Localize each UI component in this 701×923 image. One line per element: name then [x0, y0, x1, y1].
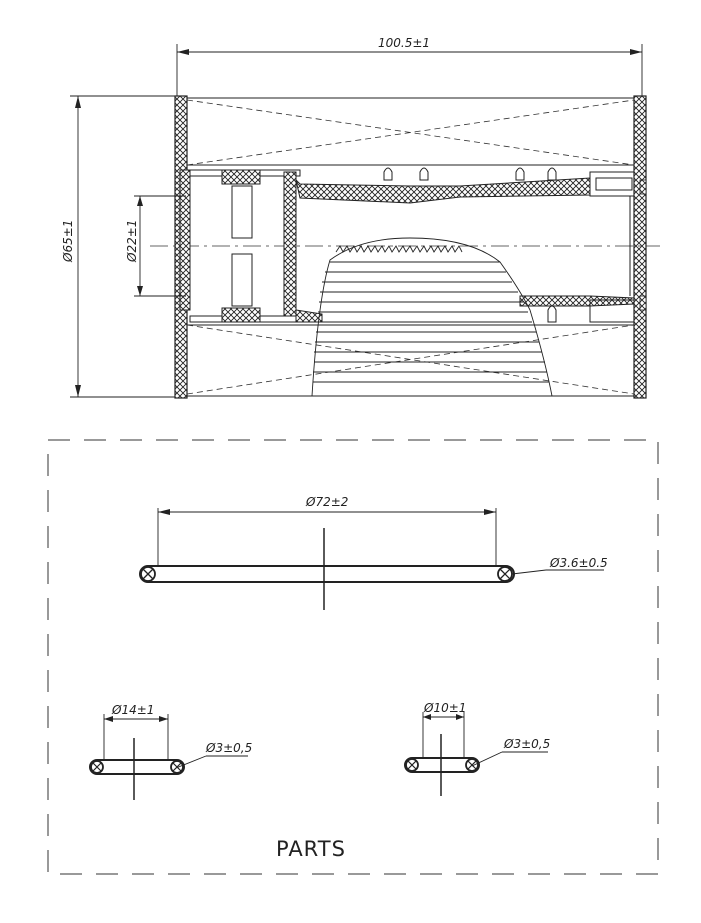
dimension-outer-diameter: Ø65±1 — [61, 95, 175, 398]
outer-diameter-label: Ø65±1 — [61, 220, 75, 263]
parts-panel-border — [47, 439, 659, 875]
bore-diameter-label: Ø22±1 — [125, 220, 139, 263]
dimension-bore-diameter: Ø22±1 — [125, 195, 186, 297]
small-left-diameter-label: Ø14±1 — [111, 703, 154, 717]
small-o-ring-left: Ø14±1 Ø3±0,5 — [89, 703, 252, 800]
small-right-section-label: Ø3±0,5 — [503, 737, 550, 751]
parts-title: PARTS — [276, 837, 346, 861]
filter-cross-section — [150, 95, 660, 399]
media-hidden-lines — [186, 99, 635, 395]
small-o-ring-right: Ø10±1 Ø3±0,5 — [404, 701, 550, 796]
overall-length-label: 100.5±1 — [378, 36, 430, 50]
small-right-diameter-label: Ø10±1 — [423, 701, 466, 715]
large-ring-diameter-label: Ø72±2 — [305, 495, 348, 509]
large-o-ring: Ø72±2 Ø3.6±0.5 — [139, 495, 608, 610]
small-left-section-label: Ø3±0,5 — [205, 741, 252, 755]
right-end-cap — [633, 95, 647, 399]
dimension-overall-length: 100.5±1 — [176, 36, 643, 96]
pleated-media — [311, 237, 553, 397]
large-ring-section-label: Ø3.6±0.5 — [549, 556, 608, 570]
